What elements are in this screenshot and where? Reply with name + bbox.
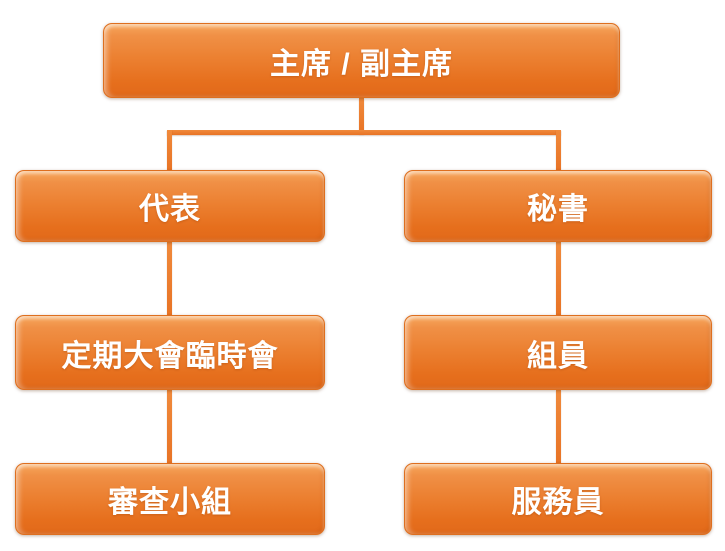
connector-horizontal-bar: [167, 130, 561, 135]
connector-secretary-to-group-member: [556, 242, 561, 316]
org-node-chairman-label: 主席 / 副主席: [269, 47, 453, 81]
connector-chairman-stub: [359, 98, 364, 134]
org-node-group-member-label: 組員: [527, 339, 589, 373]
connector-general-meeting-to-review-panel: [167, 390, 172, 464]
org-node-review-panel-label: 審查小組: [108, 486, 232, 519]
org-node-review-panel: 審查小組: [15, 463, 325, 535]
org-node-general-meeting: 定期大會臨時會: [15, 315, 325, 390]
connector-group-member-to-attendant: [556, 390, 561, 464]
org-node-attendant: 服務員: [404, 463, 712, 535]
org-node-group-member: 組員: [404, 315, 712, 390]
org-node-secretary: 秘書: [404, 170, 712, 242]
connector-representative-to-general-meeting: [167, 242, 172, 316]
org-node-secretary-label: 秘書: [527, 193, 589, 226]
org-node-general-meeting-label: 定期大會臨時會: [61, 339, 279, 373]
org-node-attendant-label: 服務員: [511, 486, 605, 519]
connector-drop-secretary: [556, 130, 561, 171]
connector-drop-representative: [167, 130, 172, 171]
org-node-representative: 代表: [15, 170, 325, 242]
org-node-chairman: 主席 / 副主席: [103, 23, 620, 98]
org-node-representative-label: 代表: [139, 193, 201, 226]
